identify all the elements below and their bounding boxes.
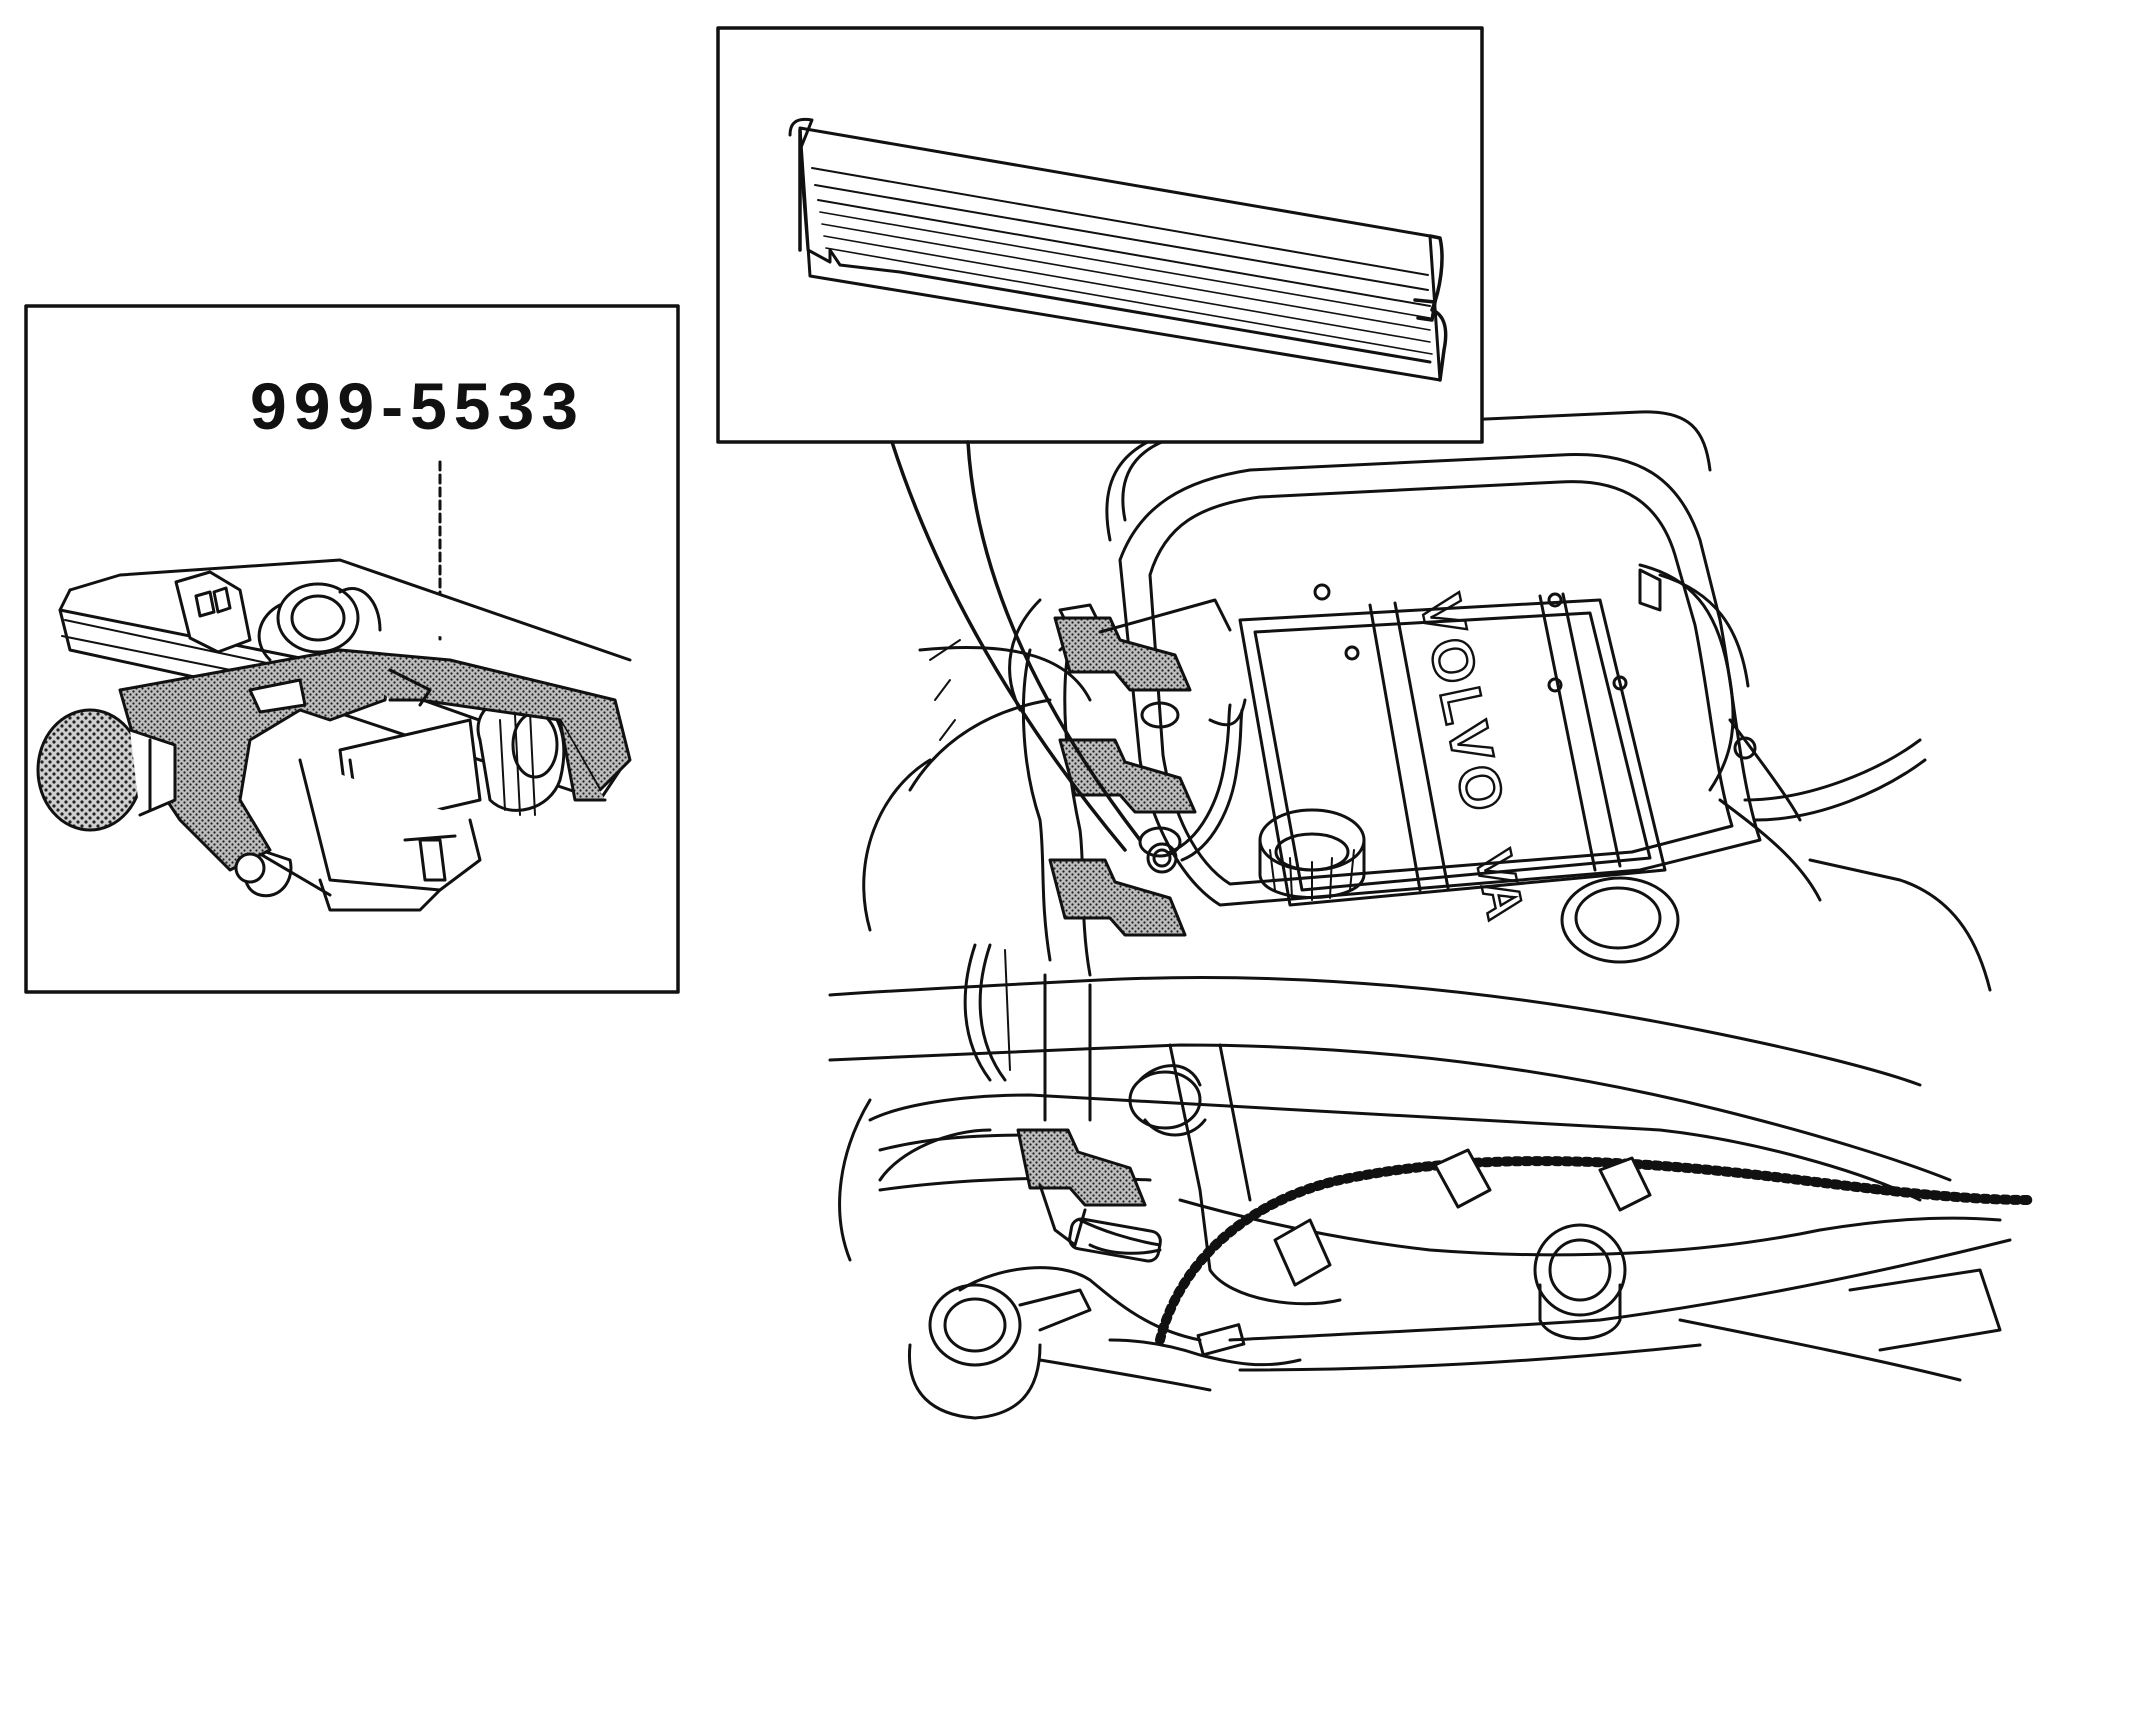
tool-number-label: 999-5533: [250, 369, 585, 443]
heat-shield-callout: [716, 26, 1484, 852]
special-tool-callout: [24, 304, 680, 994]
engine-cover-text: VA: [1463, 845, 1534, 924]
engine-bay-illustration: [828, 410, 2035, 1420]
engine-brand-text: VOLVO: [1407, 589, 1517, 821]
